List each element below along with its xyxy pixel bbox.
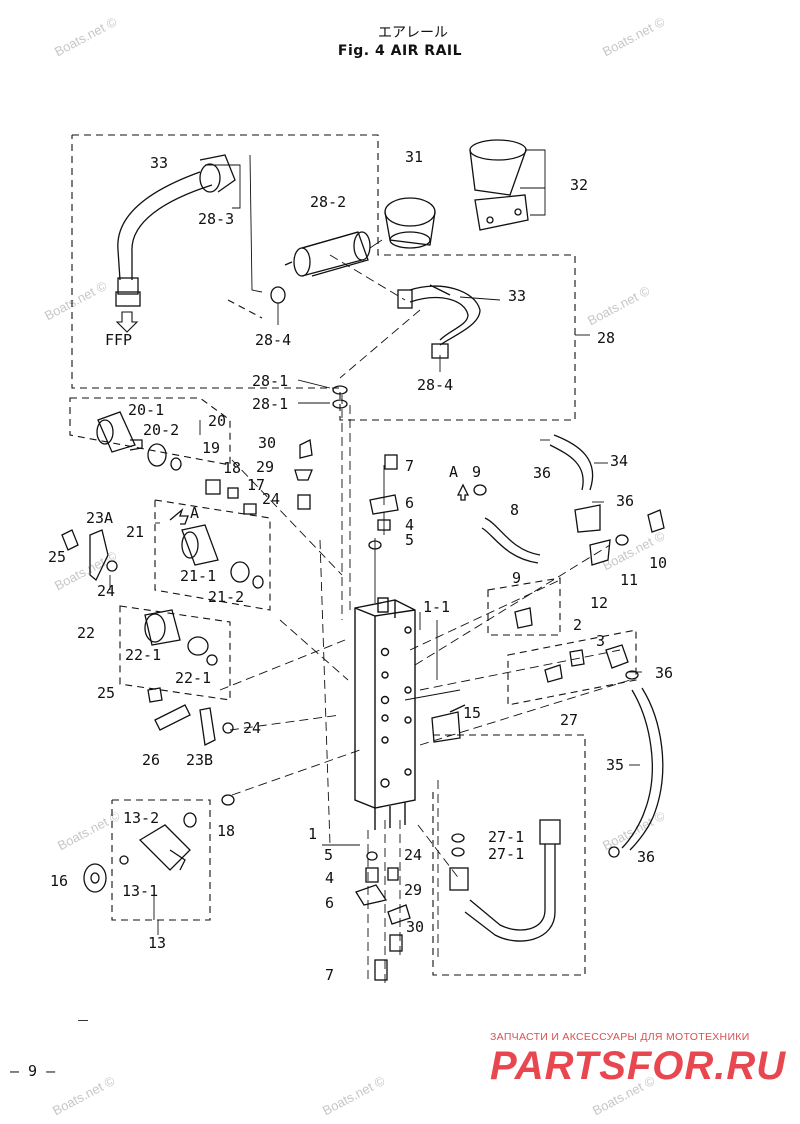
part-label: 24: [404, 846, 423, 864]
part-label: 3: [596, 632, 606, 650]
part-label: 13-2: [123, 809, 160, 827]
part-label: 24: [97, 582, 116, 600]
part-label: 29: [404, 881, 423, 899]
brand-logo: PARTSFOR.RU: [490, 1044, 787, 1088]
part-label: 28-1: [252, 395, 289, 413]
part-label: 22-1: [175, 669, 212, 687]
part-label: 21-1: [180, 567, 217, 585]
part-label: 19: [202, 439, 221, 457]
part-label: 1: [308, 825, 318, 843]
part-label: 11: [620, 571, 639, 589]
part-label: 20-2: [143, 421, 180, 439]
part-label: 18: [223, 459, 242, 477]
part-label: 25: [97, 684, 116, 702]
part-label: 28: [597, 329, 616, 347]
figure-title: Fig. 4 AIR RAIL: [337, 43, 463, 59]
title-japanese: エアレール: [378, 25, 448, 41]
part-label: 28-4: [255, 331, 292, 349]
part-label: 20: [208, 412, 227, 430]
part-label: 28-1: [252, 372, 289, 390]
part-label: 6: [405, 494, 415, 512]
part-label: 7: [405, 457, 415, 475]
part-label: FFP: [105, 331, 133, 349]
part-label: 36: [533, 464, 552, 482]
part-label: 9: [512, 569, 522, 587]
part-label: 18: [217, 822, 236, 840]
part-label: 22: [77, 624, 96, 642]
part-label: 2: [573, 616, 583, 634]
part-label: 16: [50, 872, 69, 890]
part-label: 21: [126, 523, 145, 541]
part-label: 27: [560, 711, 579, 729]
part-label: 23A: [86, 509, 114, 527]
part-label: 36: [655, 664, 674, 682]
margin-mark: [78, 1020, 88, 1021]
part-label: 10: [649, 554, 668, 572]
part-label: 33: [150, 154, 169, 172]
part-label: 26: [142, 751, 161, 769]
part-label: 33: [508, 287, 527, 305]
part-label: 32: [570, 176, 589, 194]
part-label: 1-1: [423, 598, 451, 616]
part-label: 4: [405, 516, 415, 534]
part-label: 27-1: [488, 845, 525, 863]
part-label: 30: [406, 918, 425, 936]
part-label: 35: [606, 756, 625, 774]
part-label: 6: [325, 894, 335, 912]
part-label: 28-4: [417, 376, 454, 394]
part-label: 9: [472, 463, 482, 481]
part-label: 24: [262, 490, 281, 508]
part-label: 27-1: [488, 828, 525, 846]
part-label: 36: [616, 492, 635, 510]
part-label: 5: [405, 531, 415, 549]
part-label: 22-1: [125, 646, 162, 664]
brand-tagline: ЗАПЧАСТИ И АКСЕССУАРЫ ДЛЯ МОТОТЕХНИКИ: [490, 1031, 750, 1043]
part-label: 23B: [186, 751, 214, 769]
part-label: 30: [258, 434, 277, 452]
part-label: 17: [247, 476, 266, 494]
part-label: 28-3: [198, 210, 235, 228]
part-label: 5: [324, 846, 334, 864]
part-label: 29: [256, 458, 275, 476]
part-label: 13: [148, 934, 167, 952]
part-label: 8: [510, 501, 520, 519]
page-number: — 9 —: [10, 1062, 56, 1080]
part-label: A: [449, 463, 459, 481]
part-label: 4: [325, 869, 335, 887]
part-label: 20-1: [128, 401, 165, 419]
part-label: 25: [48, 548, 67, 566]
part-label: 34: [610, 452, 629, 470]
part-label: 28-2: [310, 193, 347, 211]
part-label: 31: [405, 148, 424, 166]
part-label: 24: [243, 719, 262, 737]
part-label: 7: [325, 966, 335, 984]
part-label: A: [190, 504, 200, 522]
part-label: 12: [590, 594, 609, 612]
part-label: 36: [637, 848, 656, 866]
part-label: 13-1: [122, 882, 159, 900]
part-label: 21-2: [208, 588, 245, 606]
part-label: 15: [463, 704, 482, 722]
